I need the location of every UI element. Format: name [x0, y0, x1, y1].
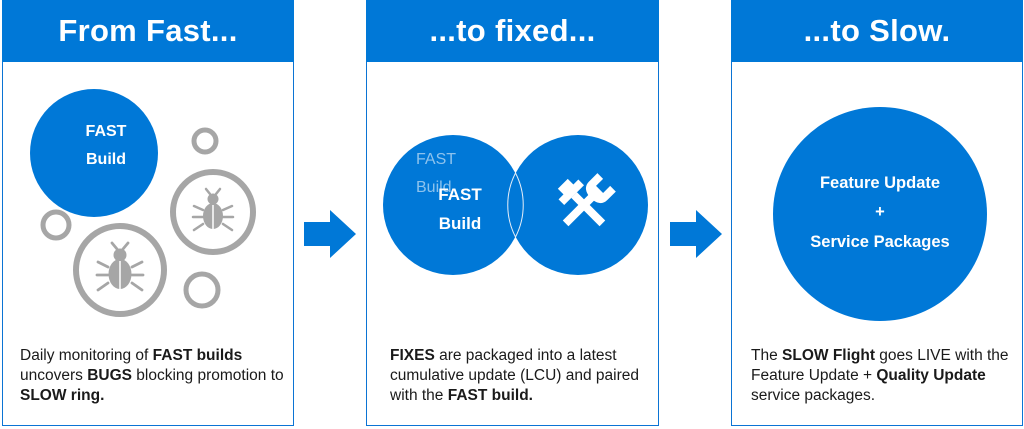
- caption-text: service packages.: [751, 387, 876, 404]
- caption-text: are packaged into a latest cumulative up…: [390, 347, 639, 404]
- small-ring: [191, 127, 219, 155]
- caption-emphasis: FAST builds: [152, 347, 243, 364]
- fix-illustration: FAST Build FAST Build: [383, 135, 648, 275]
- caption-text: goes LIVE with the Feature Update +: [751, 347, 1009, 384]
- release-circle: [773, 107, 987, 321]
- caption-text: The: [751, 347, 783, 364]
- release-label-line3: Service Packages: [810, 233, 949, 251]
- small-ring: [40, 209, 72, 241]
- hammer-wrench-icon: [557, 173, 616, 227]
- panel-caption: FIXES are packaged into a latest cumulat…: [390, 346, 649, 406]
- small-ring: [183, 271, 221, 309]
- panel-caption: Daily monitoring of FAST builds uncovers…: [20, 346, 284, 406]
- panel-title: ...to Slow.: [731, 0, 1023, 62]
- panel-title: From Fast...: [2, 0, 294, 62]
- panel-title: ...to fixed...: [366, 0, 659, 62]
- release-label-line2: +: [875, 203, 885, 221]
- caption-emphasis: Quality Update: [876, 367, 986, 384]
- release-illustration: Feature Update + Service Packages: [773, 107, 987, 321]
- caption-text: uncovers: [20, 367, 88, 384]
- arrow-right-icon: [304, 210, 356, 258]
- panel-to-fixed: ...to fixed... FAST Build FAST Build FIX…: [366, 0, 659, 426]
- caption-emphasis: SLOW Flight: [782, 347, 875, 364]
- caption-emphasis: BUGS: [87, 367, 132, 384]
- fixes-circle: [508, 135, 648, 275]
- overlap-outline: [507, 172, 516, 238]
- ghost-label-line1: FAST: [416, 151, 456, 168]
- caption-emphasis: FIXES: [390, 347, 435, 364]
- panel-from-fast: From Fast... FAST Build: [2, 0, 294, 426]
- caption-text: Daily monitoring of: [20, 347, 153, 364]
- caption-emphasis: SLOW ring.: [20, 387, 105, 404]
- bug-icon: [170, 169, 256, 255]
- fast-build-circle: [383, 135, 523, 275]
- panel-caption: The SLOW Flight goes LIVE with the Featu…: [751, 346, 1013, 406]
- caption-text: blocking promotion to: [132, 367, 284, 384]
- fast-build-circle: [30, 89, 158, 217]
- panel-to-slow: ...to Slow. Feature Update + Service Pac…: [731, 0, 1023, 426]
- fast-build-label-line1: FAST: [438, 185, 482, 204]
- bug-icon: [73, 223, 167, 317]
- caption-emphasis: FAST build.: [447, 387, 533, 404]
- ghost-label-line2: Build: [416, 179, 452, 196]
- fast-build-label-line1: FAST: [86, 123, 127, 140]
- arrow-right-icon: [670, 210, 722, 258]
- bugs-illustration: FAST Build: [30, 89, 256, 317]
- fast-build-label-line2: Build: [439, 214, 482, 233]
- fast-build-label-line2: Build: [86, 151, 126, 168]
- release-label-line1: Feature Update: [820, 174, 940, 192]
- overlap-outline: [515, 172, 524, 238]
